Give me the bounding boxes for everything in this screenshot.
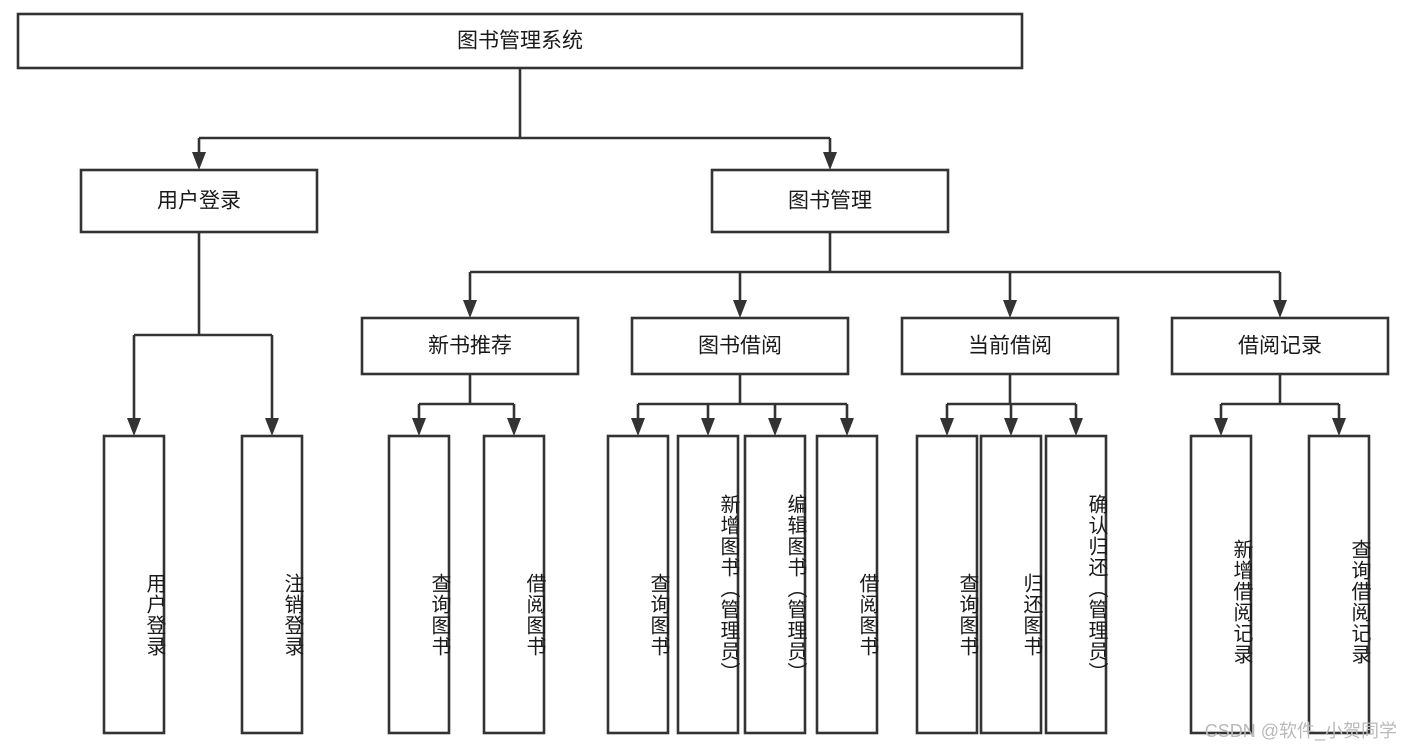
arrow-to-bookborrow (733, 300, 747, 318)
node-borrow-record-box[interactable] (1170, 316, 1390, 376)
arrow-bookborrow-l4 (840, 418, 854, 436)
leaf-current-borrow-1-box[interactable] (979, 434, 1043, 735)
arrow-bookborrow-l2 (701, 418, 715, 436)
leaf-borrow-record-0-box[interactable] (1189, 434, 1253, 735)
node-book-borrow-box[interactable] (630, 316, 850, 376)
arrow-bookborrow-l3 (768, 418, 782, 436)
node-book-manage-label: 图书管理 (788, 190, 872, 213)
node-new-book-recommend-box[interactable] (360, 316, 580, 376)
leaf-book-borrow-1-box[interactable] (676, 434, 740, 735)
arrow-borrowrecord-l1 (1214, 418, 1228, 436)
watermark-text: CSDN @软件_小贺同学 (1204, 721, 1397, 741)
arrow-bookborrow-l1 (631, 418, 645, 436)
node-book-borrow-label: 图书借阅 (698, 335, 782, 358)
arrow-borrowrecord-l2 (1332, 418, 1346, 436)
leaf-book-borrow-0-box[interactable] (606, 434, 670, 735)
arrow-to-borrowrecord (1273, 300, 1287, 318)
leaf-current-borrow-0-box[interactable] (915, 434, 979, 735)
arrow-currentborrow-l2 (1004, 418, 1018, 436)
arrow-currentborrow-l1 (940, 418, 954, 436)
leaf-borrow-record-1-box[interactable] (1307, 434, 1371, 735)
leaf-new-book-1-box[interactable] (482, 434, 546, 735)
node-root-box[interactable] (16, 12, 1024, 70)
arrow-to-user-login (192, 152, 206, 170)
node-user-login-label: 用户登录 (157, 190, 241, 213)
arrow-currentborrow-l3 (1069, 418, 1083, 436)
leaf-user-login-1-box[interactable] (240, 434, 304, 735)
arrow-newbook-l1 (412, 418, 426, 436)
arrow-newbook-l2 (507, 418, 521, 436)
node-root-label: 图书管理系统 (457, 30, 583, 53)
node-book-manage-box[interactable] (710, 168, 950, 234)
node-current-borrow-label: 当前借阅 (968, 335, 1052, 358)
leaf-current-borrow-2-box[interactable] (1044, 434, 1108, 735)
node-current-borrow-box[interactable] (900, 316, 1120, 376)
node-new-book-recommend-label: 新书推荐 (428, 335, 512, 358)
arrow-userlogin-l2 (265, 418, 279, 436)
leaf-new-book-0-box[interactable] (387, 434, 451, 735)
leaf-user-login-0-box[interactable] (102, 434, 166, 735)
leaf-book-borrow-2-box[interactable] (743, 434, 807, 735)
arrow-to-currentborrow (1003, 300, 1017, 318)
arrow-userlogin-l1 (127, 418, 141, 436)
leaf-book-borrow-3-box[interactable] (815, 434, 879, 735)
node-user-login-box[interactable] (79, 168, 319, 234)
node-borrow-record-label: 借阅记录 (1238, 335, 1322, 358)
arrow-to-newbook (463, 300, 477, 318)
arrow-to-book-manage (823, 152, 837, 170)
